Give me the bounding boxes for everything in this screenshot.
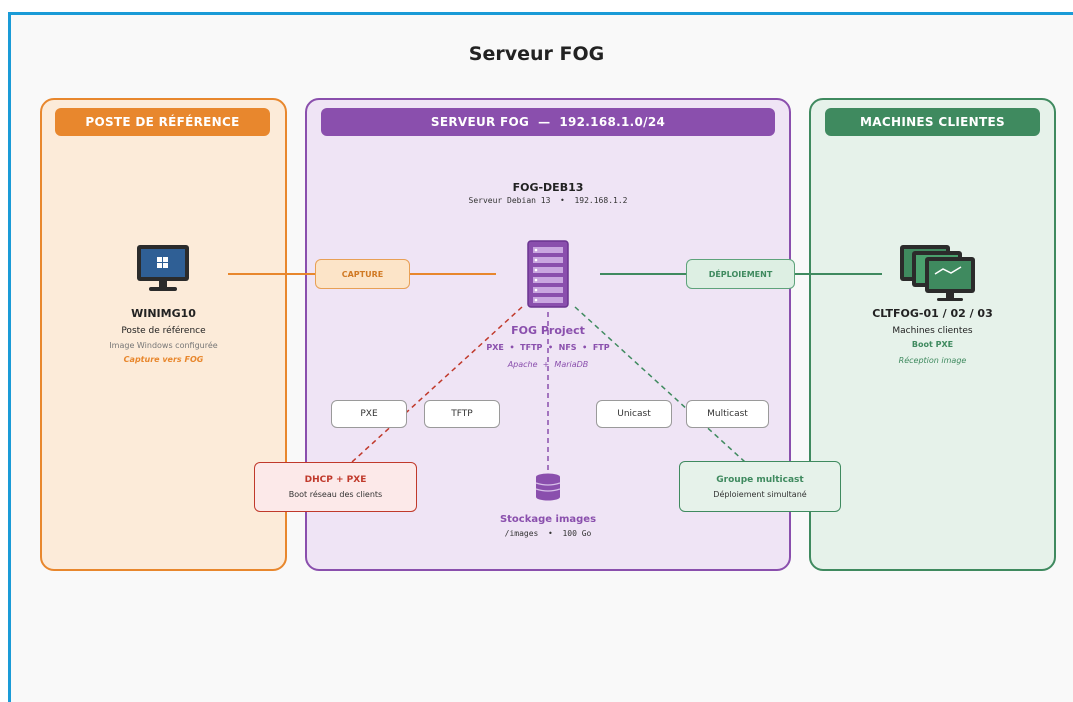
clients-panel-header: MACHINES CLIENTES	[825, 108, 1040, 136]
reference-panel	[40, 98, 287, 571]
dhcp-dashed-line	[351, 306, 523, 463]
multicast-callout-text: Déploiement simultané	[713, 489, 807, 499]
reference-machine-name: WINIMG10	[131, 307, 196, 320]
clients-role: Machines clientes	[892, 326, 973, 336]
storage-title: Stockage images	[499, 514, 597, 525]
multicast-dashed-line	[574, 306, 746, 463]
protocol-box-multicast: Multicast	[686, 400, 769, 428]
reference-panel-header: POSTE DE RÉFÉRENCE	[55, 108, 270, 136]
clients-reception: Réception image	[898, 356, 967, 365]
server-rack-icon	[527, 240, 569, 308]
storage-detail: /images • 100 Go	[504, 529, 592, 538]
server-name: FOG-DEB13	[512, 181, 584, 194]
deployment-flow-label: DÉPLOIEMENT	[686, 259, 795, 289]
protocol-box-unicast: Unicast	[596, 400, 672, 428]
diagram-title: Serveur FOG	[468, 43, 605, 65]
reference-role: Poste de référence	[121, 326, 206, 336]
dhcp-callout-title: DHCP + PXE	[304, 475, 367, 485]
multicast-callout-title: Groupe multicast	[716, 474, 804, 485]
server-stack: Apache + MariaDB	[507, 360, 589, 369]
server-services: PXE • TFTP • NFS • FTP	[486, 343, 610, 352]
database-icon	[535, 473, 561, 501]
server-panel-header-text: SERVEUR FOG — 192.168.1.0/24	[430, 115, 666, 129]
protocol-box-tftp: TFTP	[424, 400, 500, 428]
clients-machine-names: CLTFOG-01 / 02 / 03	[872, 307, 993, 320]
reference-action: Capture vers FOG	[123, 355, 204, 364]
dhcp-callout: DHCP + PXE Boot réseau des clients	[254, 462, 417, 512]
clients-panel	[809, 98, 1056, 571]
reference-description: Image Windows configurée	[109, 341, 218, 350]
monitor-icon	[136, 244, 190, 292]
server-subtitle: Serveur Debian 13 • 192.168.1.2	[468, 196, 628, 205]
multi-monitor-icon	[899, 244, 977, 302]
capture-flow-label: CAPTURE	[315, 259, 410, 289]
protocol-box-pxe: PXE	[331, 400, 407, 428]
server-project: FOG Project	[511, 324, 585, 337]
clients-boot: Boot PXE	[911, 340, 954, 349]
multicast-callout: Groupe multicast Déploiement simultané	[679, 461, 841, 512]
dhcp-callout-text: Boot réseau des clients	[288, 490, 383, 499]
server-panel-header: SERVEUR FOG — 192.168.1.0/24	[321, 108, 775, 136]
